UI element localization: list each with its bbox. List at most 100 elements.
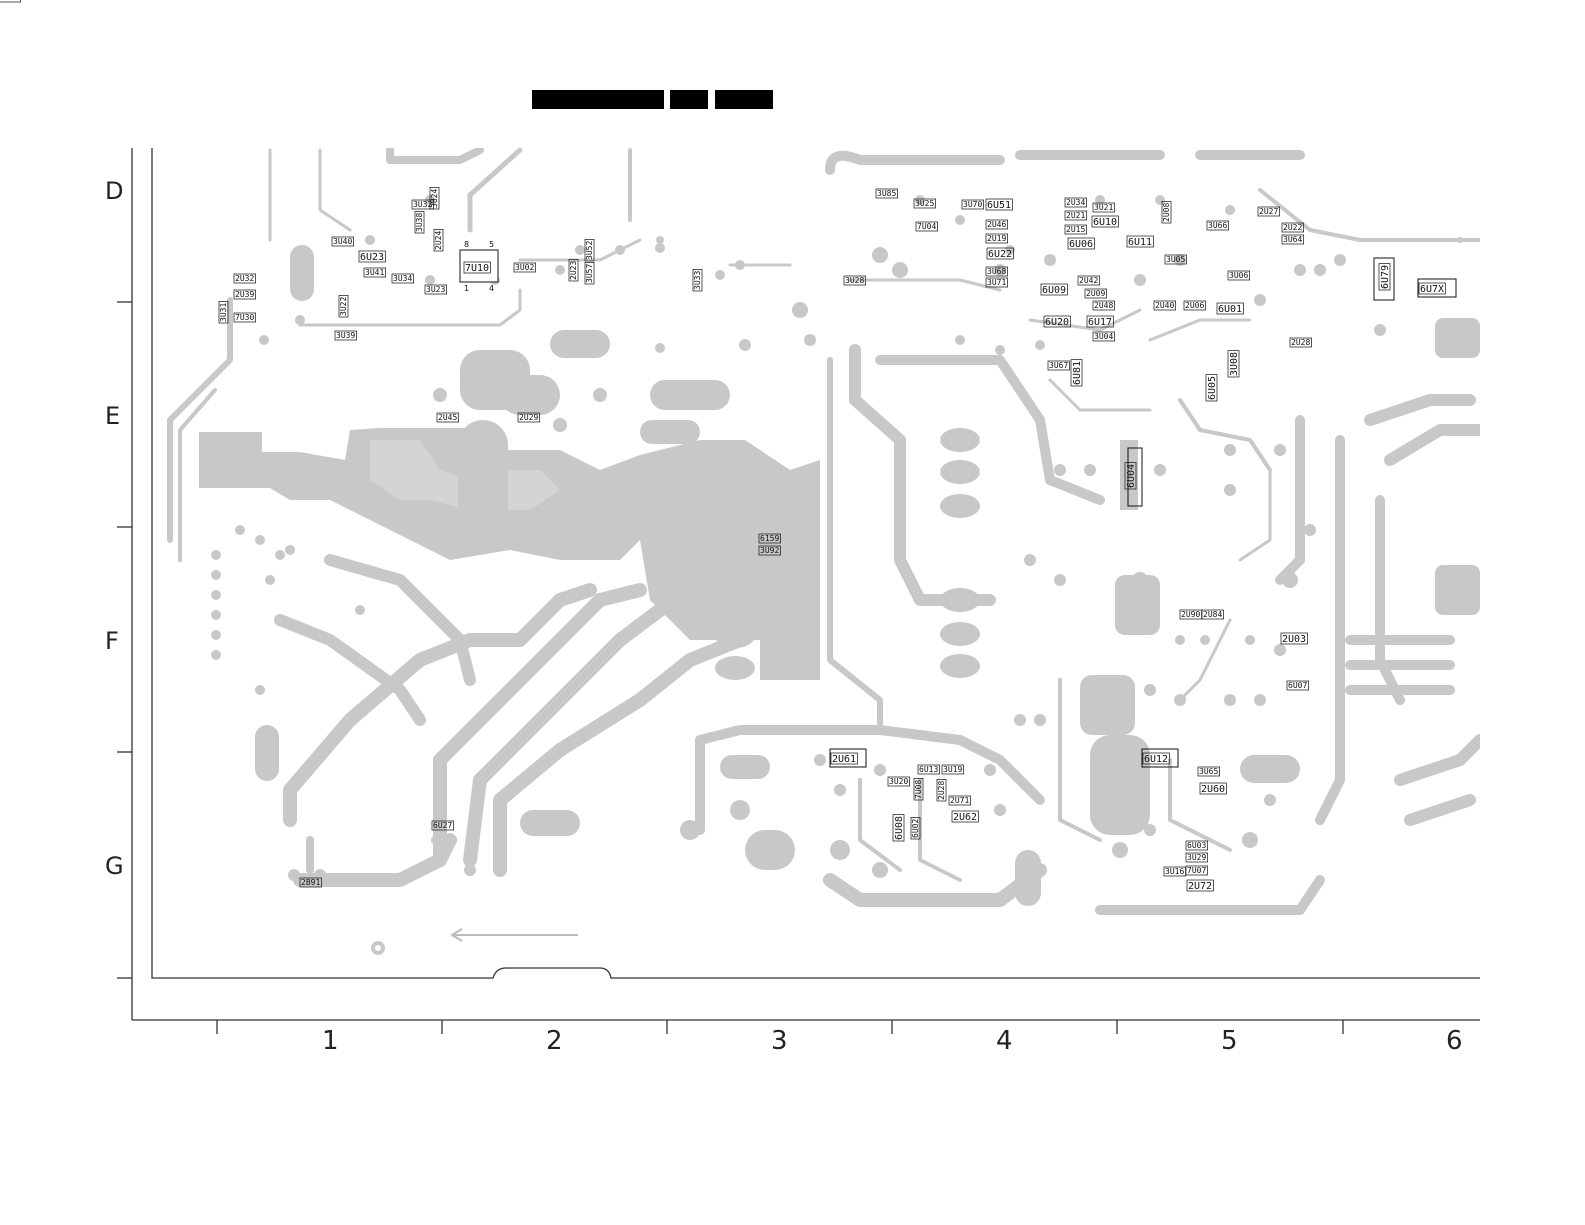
component-outline: [568, 259, 579, 282]
component-outline: [1185, 865, 1208, 876]
component-outline: [584, 262, 595, 285]
component-outline: [1077, 275, 1100, 286]
component-outline: [941, 764, 964, 775]
component-outline: [1378, 263, 1391, 291]
component-outline: [1092, 202, 1115, 213]
component-ref-2u21: 2U21: [1066, 211, 1085, 220]
component-outline: [1418, 282, 1446, 295]
row-label-d: D: [105, 177, 123, 205]
direction-arrow: [450, 928, 578, 942]
component-ref-3u68: 3U68: [987, 267, 1006, 276]
component-outline: [758, 545, 781, 556]
component-ref-6u20: 6U20: [1045, 317, 1069, 328]
component-outline: [331, 236, 354, 247]
component-ref-2u23: 2U23: [569, 261, 578, 280]
component-outline: [1153, 300, 1176, 311]
component-ref-6u09: 6U09: [1042, 285, 1066, 296]
component-ref-2b91: 2B91: [301, 878, 320, 887]
component-outline: [513, 262, 536, 273]
component-ref-3u23: 3U23: [426, 285, 445, 294]
component-ref-3u52: 3U52: [585, 241, 594, 260]
component-ref-3u24: 3U24: [430, 189, 439, 208]
component-outline: [1289, 337, 1312, 348]
component-ref-3u41: 3U41: [365, 268, 384, 277]
component-ref-3u29: 3U29: [1187, 853, 1206, 862]
component-ref-6u11: 6U11: [1128, 237, 1152, 248]
row-label-f: F: [105, 627, 119, 655]
component-outline: [1142, 752, 1170, 765]
component-outline: [1124, 462, 1137, 490]
component-outline: [299, 877, 322, 888]
component-outline: [1064, 224, 1087, 235]
component-ref-2u09: 2U09: [1086, 289, 1105, 298]
component-outline: [517, 412, 540, 423]
component-outline: [584, 239, 595, 262]
header-bar-1: [532, 90, 664, 109]
component-ref-6u05: 6U05: [1207, 376, 1218, 400]
component-outline: [1164, 254, 1187, 265]
component-outline: [1163, 866, 1186, 877]
component-outline: [233, 312, 256, 323]
component-outline: [411, 199, 434, 210]
copper-layer: [167, 148, 1480, 955]
col-label-5: 5: [1221, 1026, 1238, 1056]
component-ref-3u20: 3U20: [889, 777, 908, 786]
component-ref-3u28: 3U28: [845, 276, 864, 285]
component-ref-3u02: 3U02: [515, 263, 534, 272]
component-ref-6u06: 6U06: [1069, 239, 1093, 250]
component-outline: [1280, 632, 1308, 645]
component-ref-2u93: 2U93: [0, 0, 19, 2]
component-outline: [463, 261, 491, 274]
component-outline: [0, 0, 21, 3]
component-outline: [1179, 609, 1202, 620]
component-ref-2u24: 2U24: [434, 231, 443, 250]
component-ref-6u23: 6U23: [360, 252, 384, 263]
component-outline: [917, 764, 940, 775]
component-outline: [1199, 782, 1227, 795]
component-outline: [233, 273, 256, 284]
component-outline: [910, 817, 921, 840]
col-label-1: 1: [322, 1026, 339, 1056]
component-ref-7u08: 7U08: [914, 780, 923, 799]
component-ref-2u19: 2U19: [987, 234, 1006, 243]
component-outline: [363, 267, 386, 278]
component-outline: [1091, 215, 1119, 228]
component-outline: [1186, 879, 1214, 892]
component-outline: [985, 219, 1008, 230]
component-ref-3u33: 3U33: [693, 271, 702, 290]
component-ref-2u90: 2U90: [1181, 610, 1200, 619]
component-ref-6u79: 6U79: [1380, 265, 1391, 289]
svg-text:4: 4: [489, 284, 494, 293]
component-ref-7u30: 7U30: [235, 313, 254, 322]
component-ref-2u61: 2U61: [832, 754, 856, 765]
component-ref-6159: 6159: [760, 534, 779, 543]
component-outline: [1201, 609, 1224, 620]
component-ref-6u08: 6U08: [894, 816, 905, 840]
col-label-6: 6: [1446, 1026, 1463, 1056]
component-outline: [1257, 206, 1280, 217]
component-ref-3u25: 3U25: [915, 199, 934, 208]
component-outline: [1161, 201, 1172, 224]
component-ref-2u28: 2U28: [1291, 338, 1310, 347]
component-ref-6u03: 6U03: [1187, 841, 1206, 850]
component-ref-3u22: 3U22: [339, 297, 348, 316]
component-outline: [1185, 852, 1208, 863]
component-outline: [1281, 234, 1304, 245]
component-outline: [985, 277, 1008, 288]
component-ref-2u84: 2U84: [1203, 610, 1222, 619]
component-outline: [913, 198, 936, 209]
component-outline: [1064, 210, 1087, 221]
component-outline: [424, 284, 447, 295]
frame: [117, 148, 1480, 1034]
component-outline: [1216, 302, 1244, 315]
component-ref-2u34: 2U34: [1066, 198, 1085, 207]
component-ref-3u19: 3U19: [943, 765, 962, 774]
component-outline: [233, 289, 256, 300]
component-outline: [1197, 766, 1220, 777]
component-outline: [1070, 359, 1083, 387]
component-outline: [433, 229, 444, 252]
component-outline: [1126, 235, 1154, 248]
component-outline: [334, 330, 357, 341]
connector-boxes: [829, 257, 1457, 768]
